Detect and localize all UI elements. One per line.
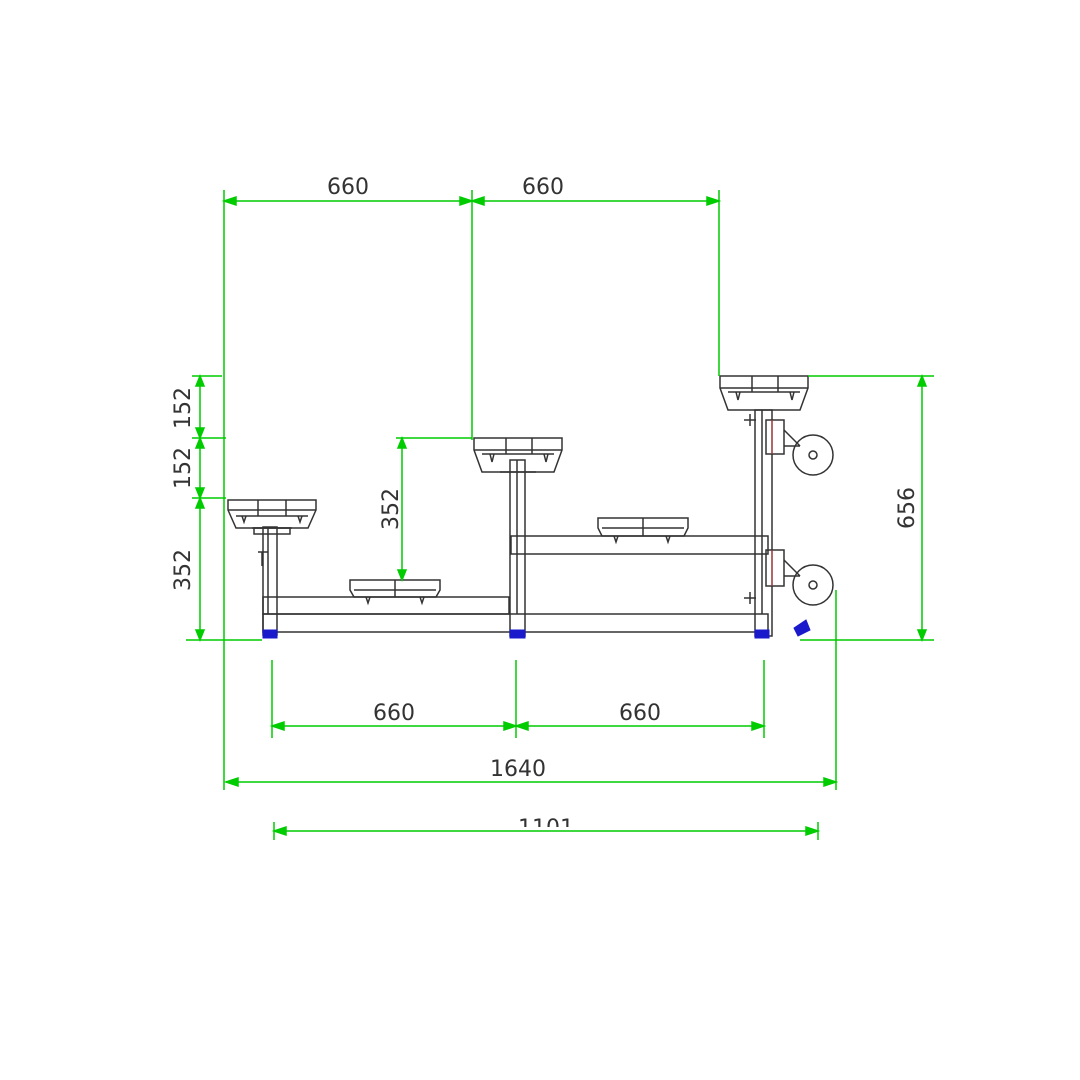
dim-left-middle: 152 xyxy=(171,447,196,489)
left-seat xyxy=(227,499,317,566)
dim-left-upper: 152 xyxy=(171,387,196,429)
leveling-foot-icon xyxy=(509,629,526,639)
dimension-lines xyxy=(186,190,934,840)
dim-bottom-left: 660 xyxy=(373,701,415,726)
caster-wheel-icon xyxy=(765,419,834,476)
leveling-foot-icon xyxy=(262,629,278,639)
leveling-foot-icon xyxy=(754,629,770,639)
right-seat xyxy=(719,375,809,426)
caster-wheel-icon xyxy=(744,549,834,606)
dim-overall: 1640 xyxy=(490,757,546,782)
dim-cropped-bottom: 1101 xyxy=(518,816,574,841)
dim-top-left: 660 xyxy=(327,175,369,200)
dim-bottom-right: 660 xyxy=(619,701,661,726)
middle-step-rail xyxy=(510,535,769,555)
leveling-feet xyxy=(262,619,811,639)
leveling-foot-icon xyxy=(793,619,811,637)
lower-step-rail xyxy=(262,596,510,615)
left-post xyxy=(262,526,278,636)
base-rail xyxy=(262,613,769,633)
middle-seat xyxy=(473,437,563,473)
dim-right-height: 656 xyxy=(895,487,920,529)
dim-left-lower: 352 xyxy=(171,549,196,591)
dim-inner-rise: 352 xyxy=(379,488,404,530)
lower-step-pad xyxy=(349,579,441,606)
dim-top-right: 660 xyxy=(522,175,564,200)
middle-step-pad xyxy=(597,517,689,545)
right-post xyxy=(754,409,773,637)
bench-structure xyxy=(227,375,834,637)
